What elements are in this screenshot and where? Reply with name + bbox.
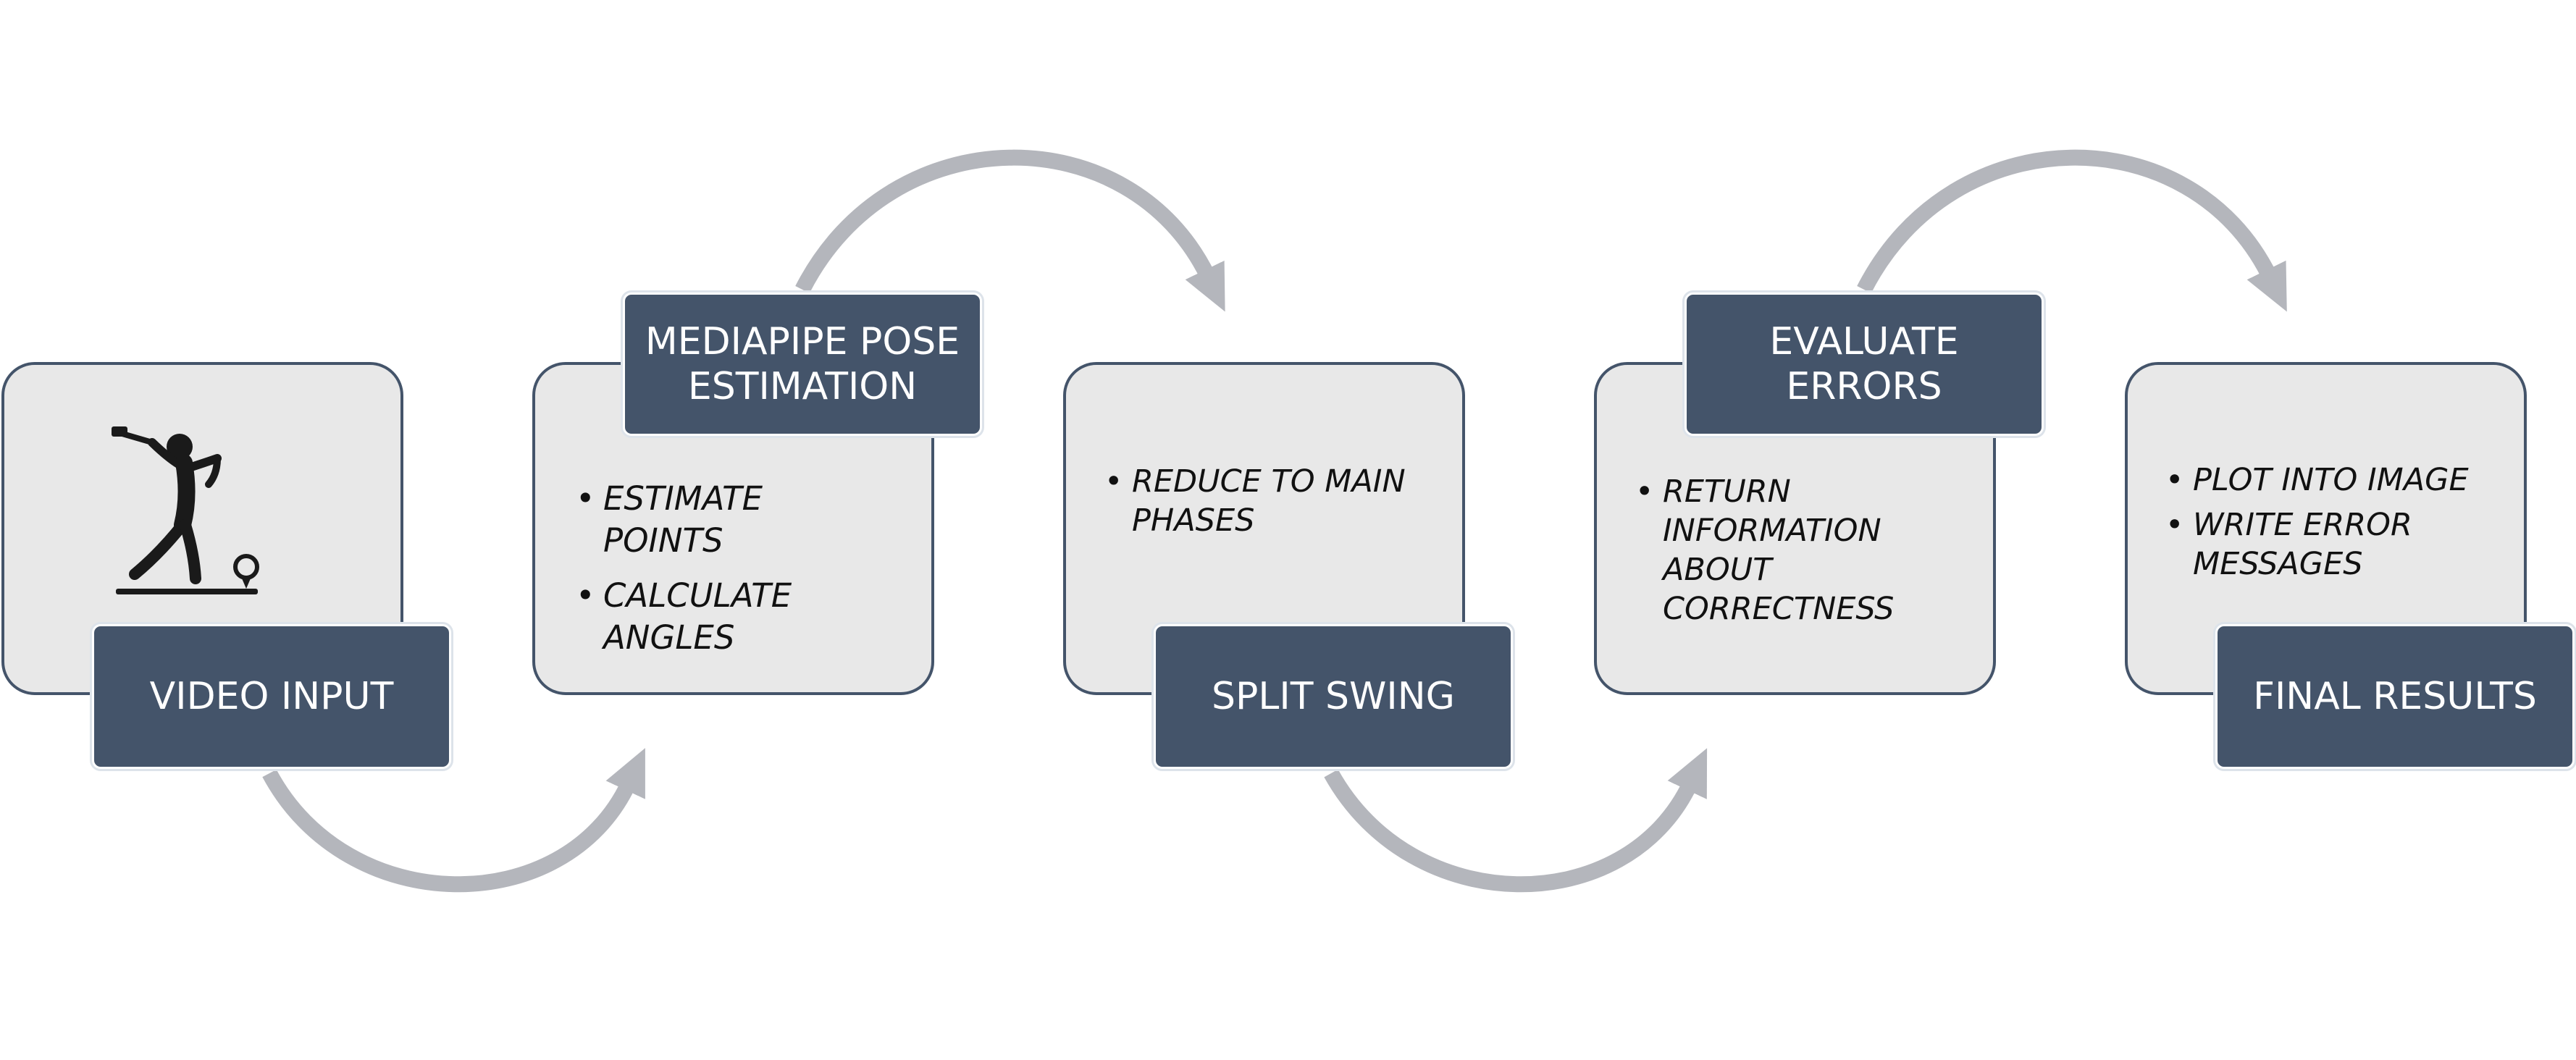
- bullet-item: REDUCE TO MAIN PHASES: [1104, 462, 1430, 540]
- step-label-final-results: FINAL RESULTS: [2215, 624, 2575, 769]
- arrow-evaluate-to-results: [1857, 149, 2287, 312]
- bullet-item: WRITE ERROR MESSAGES: [2165, 505, 2506, 584]
- bullet-item: RETURN INFORMATION ABOUT CORRECTNESS: [1635, 472, 1896, 628]
- split-swing-bullets: REDUCE TO MAIN PHASES: [1104, 462, 1430, 546]
- bullet-item: PLOT INTO IMAGE: [2165, 460, 2506, 500]
- evaluate-errors-bullets: RETURN INFORMATION ABOUT CORRECTNESS: [1635, 472, 1896, 634]
- arrow-pose-to-split: [795, 149, 1225, 312]
- arrow-video-to-pose: [262, 748, 645, 893]
- final-results-bullets: PLOT INTO IMAGE WRITE ERROR MESSAGES: [2165, 460, 2506, 589]
- golfer-icon: [112, 426, 259, 594]
- pose-estimation-bullets: ESTIMATE POINTS CALCULATE ANGLES: [576, 478, 793, 672]
- step-label-pose-estimation: MEDIAPIPE POSE ESTIMATION: [623, 293, 982, 436]
- bullet-item: ESTIMATE POINTS: [576, 478, 793, 562]
- step-label-split-swing: SPLIT SWING: [1154, 624, 1513, 769]
- step-label-video-input: VIDEO INPUT: [92, 624, 451, 769]
- arrow-split-to-evaluate: [1324, 748, 1708, 893]
- bullet-item: CALCULATE ANGLES: [576, 575, 793, 659]
- step-label-evaluate-errors: EVALUATE ERRORS: [1685, 293, 2044, 436]
